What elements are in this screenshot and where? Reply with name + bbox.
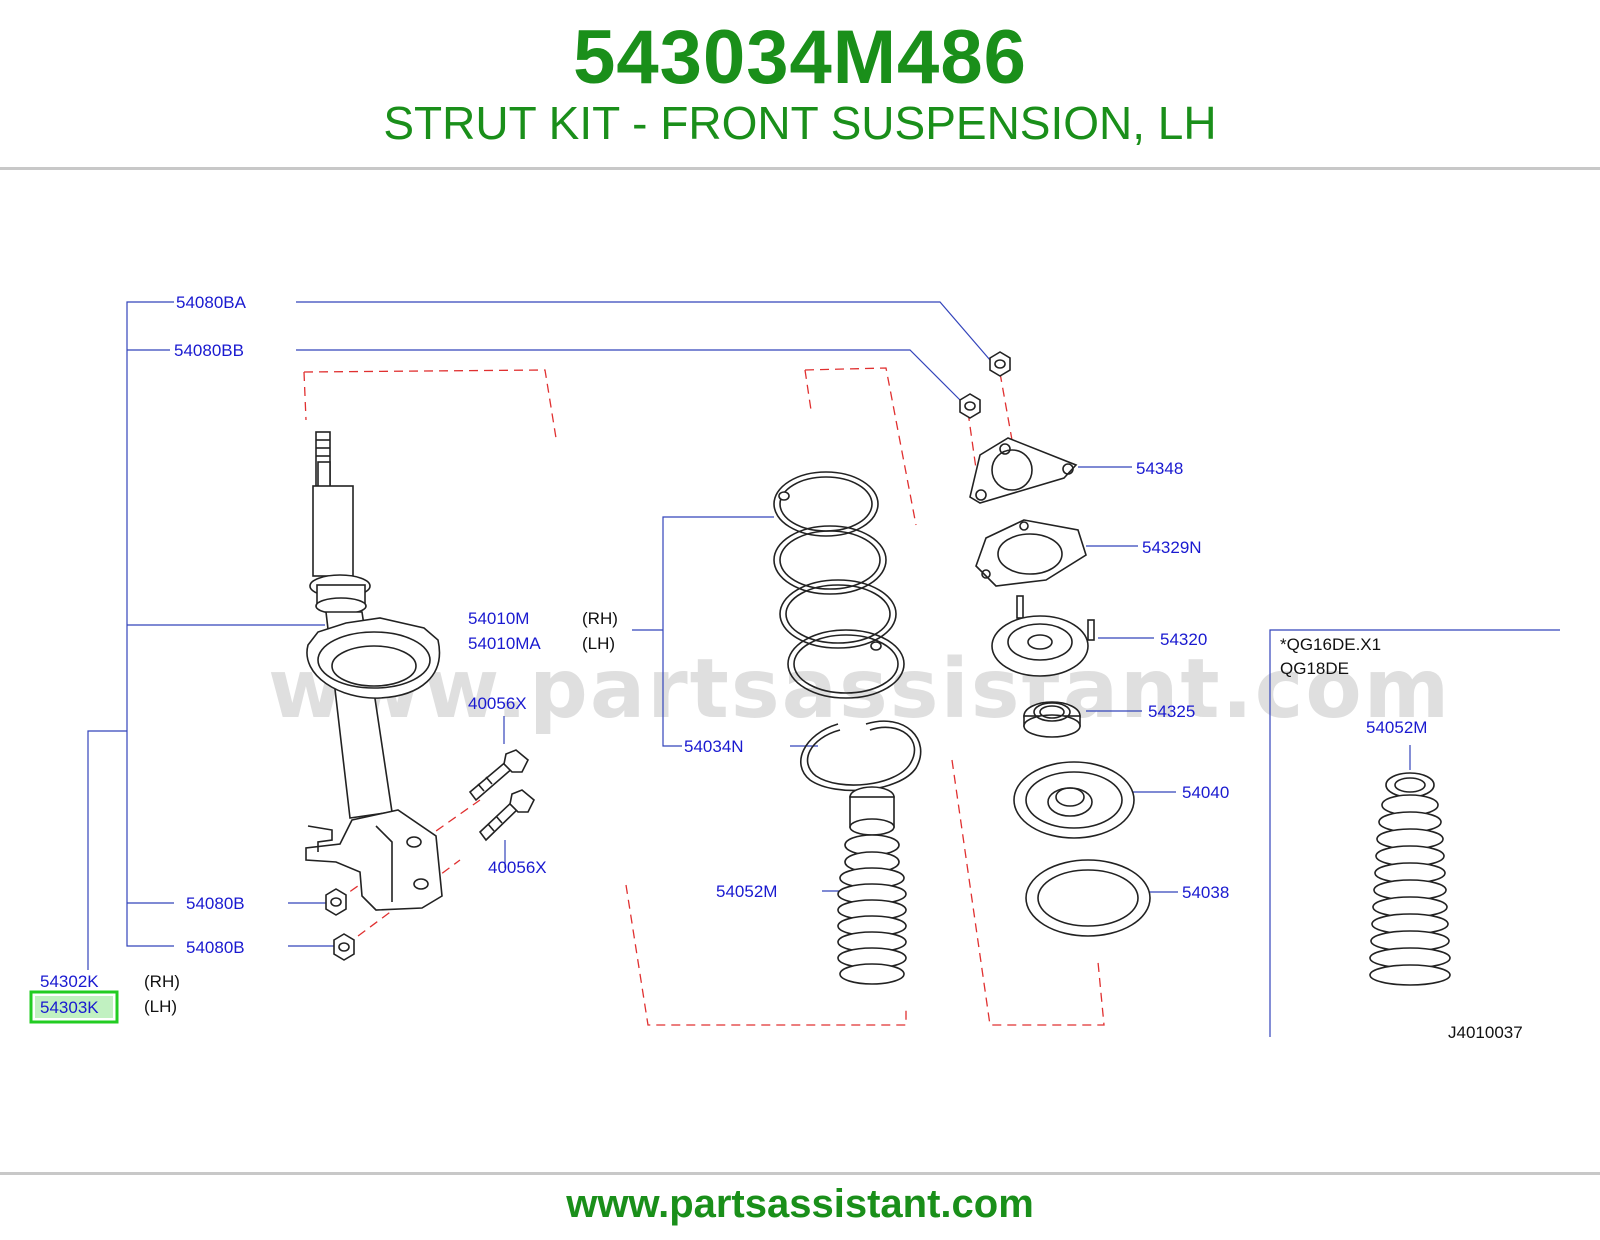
highlight-fill bbox=[35, 996, 113, 1018]
drawing-code: J4010037 bbox=[1448, 1023, 1523, 1042]
footer-divider bbox=[0, 1172, 1600, 1175]
callout-54038[interactable]: 54038 bbox=[1182, 883, 1229, 902]
callout-40056X-lower[interactable]: 40056X bbox=[488, 858, 547, 877]
callout-54080B-upper[interactable]: 54080B bbox=[186, 894, 245, 913]
callout-54303K-highlighted[interactable]: 54303K bbox=[40, 998, 99, 1017]
callout-54348[interactable]: 54348 bbox=[1136, 459, 1183, 478]
footer-url[interactable]: www.partsassistant.com bbox=[566, 1182, 1034, 1226]
callout-54040[interactable]: 54040 bbox=[1182, 783, 1229, 802]
part-number: 543034M486 bbox=[573, 15, 1027, 100]
assembly-dashes bbox=[303, 367, 1105, 1026]
callout-54080BA[interactable]: 54080BA bbox=[176, 293, 247, 312]
qualifier-lh: (LH) bbox=[582, 634, 615, 653]
leader-lines bbox=[87, 301, 1560, 1037]
callout-54320[interactable]: 54320 bbox=[1160, 630, 1207, 649]
engine-note-line2: QG18DE bbox=[1280, 659, 1349, 678]
bolts-40056x bbox=[468, 749, 535, 842]
top-mount-drawing bbox=[959, 351, 1151, 937]
header-divider bbox=[0, 167, 1600, 170]
boot-right-drawing bbox=[1369, 772, 1451, 986]
qualifier-rh: (RH) bbox=[582, 609, 618, 628]
part-title: STRUT KIT - FRONT SUSPENSION, LH bbox=[383, 97, 1217, 149]
callout-54302K[interactable]: 54302K bbox=[40, 972, 99, 991]
callout-54010M[interactable]: 54010M bbox=[468, 609, 529, 628]
callout-40056X-upper[interactable]: 40056X bbox=[468, 694, 527, 713]
page-header: 543034M486 STRUT KIT - FRONT SUSPENSION,… bbox=[0, 0, 1600, 170]
qualifier-rh-strut: (RH) bbox=[144, 972, 180, 991]
callout-54329N[interactable]: 54329N bbox=[1142, 538, 1202, 557]
bump-stop-center-drawing bbox=[837, 786, 907, 985]
callout-54325[interactable]: 54325 bbox=[1148, 702, 1195, 721]
coil-spring-drawing bbox=[773, 471, 922, 792]
callout-54052M-center[interactable]: 54052M bbox=[716, 882, 777, 901]
callout-54034N[interactable]: 54034N bbox=[684, 737, 744, 756]
engine-note-line1: *QG16DE.X1 bbox=[1280, 635, 1381, 654]
qualifier-lh-strut: (LH) bbox=[144, 997, 177, 1016]
strut-assembly-drawing bbox=[305, 431, 443, 961]
callout-54080BB[interactable]: 54080BB bbox=[174, 341, 244, 360]
highlight-box bbox=[29, 990, 119, 1024]
parts-diagram: www.partsassistant.com bbox=[29, 293, 1560, 1042]
watermark-text: www.partsassistant.com bbox=[268, 642, 1451, 737]
callout-54052M-right[interactable]: 54052M bbox=[1366, 718, 1427, 737]
callout-54080B-lower[interactable]: 54080B bbox=[186, 938, 245, 957]
callout-54010MA[interactable]: 54010MA bbox=[468, 634, 541, 653]
